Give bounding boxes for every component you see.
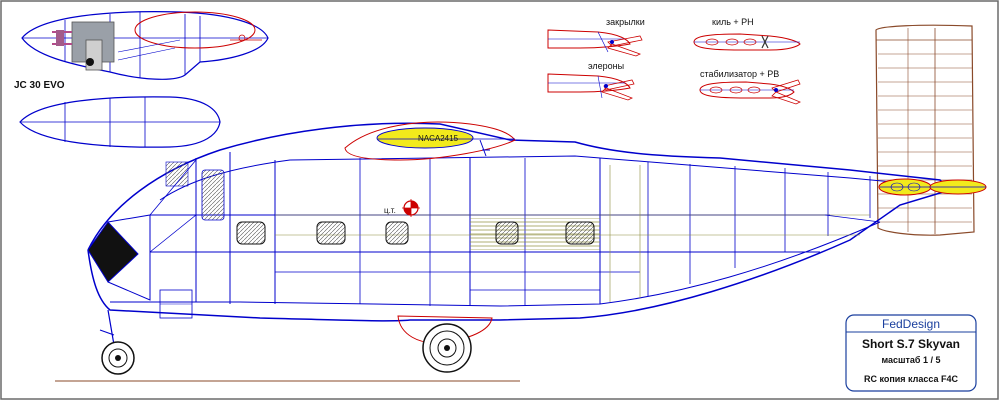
flaps-detail	[547, 29, 643, 57]
cg-marker	[402, 199, 420, 217]
window	[495, 221, 519, 245]
window	[316, 221, 346, 245]
ailerons-label: элероны	[588, 61, 624, 71]
fin-rudder-detail	[693, 33, 801, 51]
designer-name: FedDesign	[882, 317, 940, 331]
nose-gear	[99, 309, 135, 375]
airfoil-label: NACA2415	[418, 134, 459, 143]
tail-rib-lines	[878, 53, 972, 223]
flaps-label: закрылки	[606, 17, 645, 27]
class-note: RC копия класса F4C	[864, 374, 959, 384]
stabilizer-detail	[699, 79, 801, 105]
wing-root-section	[344, 121, 516, 161]
window	[385, 221, 409, 245]
window	[565, 221, 595, 245]
engine-label: JC 30 EVO	[14, 80, 65, 91]
airfoil-section	[376, 127, 474, 149]
model-name: Short S.7 Skyvan	[862, 337, 960, 351]
ailerons-detail	[547, 73, 635, 101]
engine-nacelle-top	[19, 96, 221, 148]
fuselage-windows	[236, 221, 595, 245]
window	[236, 221, 266, 245]
tail-stabilizer-section	[878, 178, 987, 196]
stabilizer-label: стабилизатор + РВ	[700, 69, 779, 79]
fin-rudder-label: киль + РН	[712, 17, 754, 27]
scale-text: масштаб 1 / 5	[881, 355, 940, 365]
fuselage	[87, 122, 951, 322]
engine-nacelle-side	[21, 11, 269, 80]
main-gear	[397, 315, 493, 373]
cg-label: ц.т.	[384, 206, 396, 215]
title-block: FedDesign Short S.7 Skyvan масштаб 1 / 5…	[845, 314, 977, 392]
vertical-tail	[875, 24, 975, 236]
